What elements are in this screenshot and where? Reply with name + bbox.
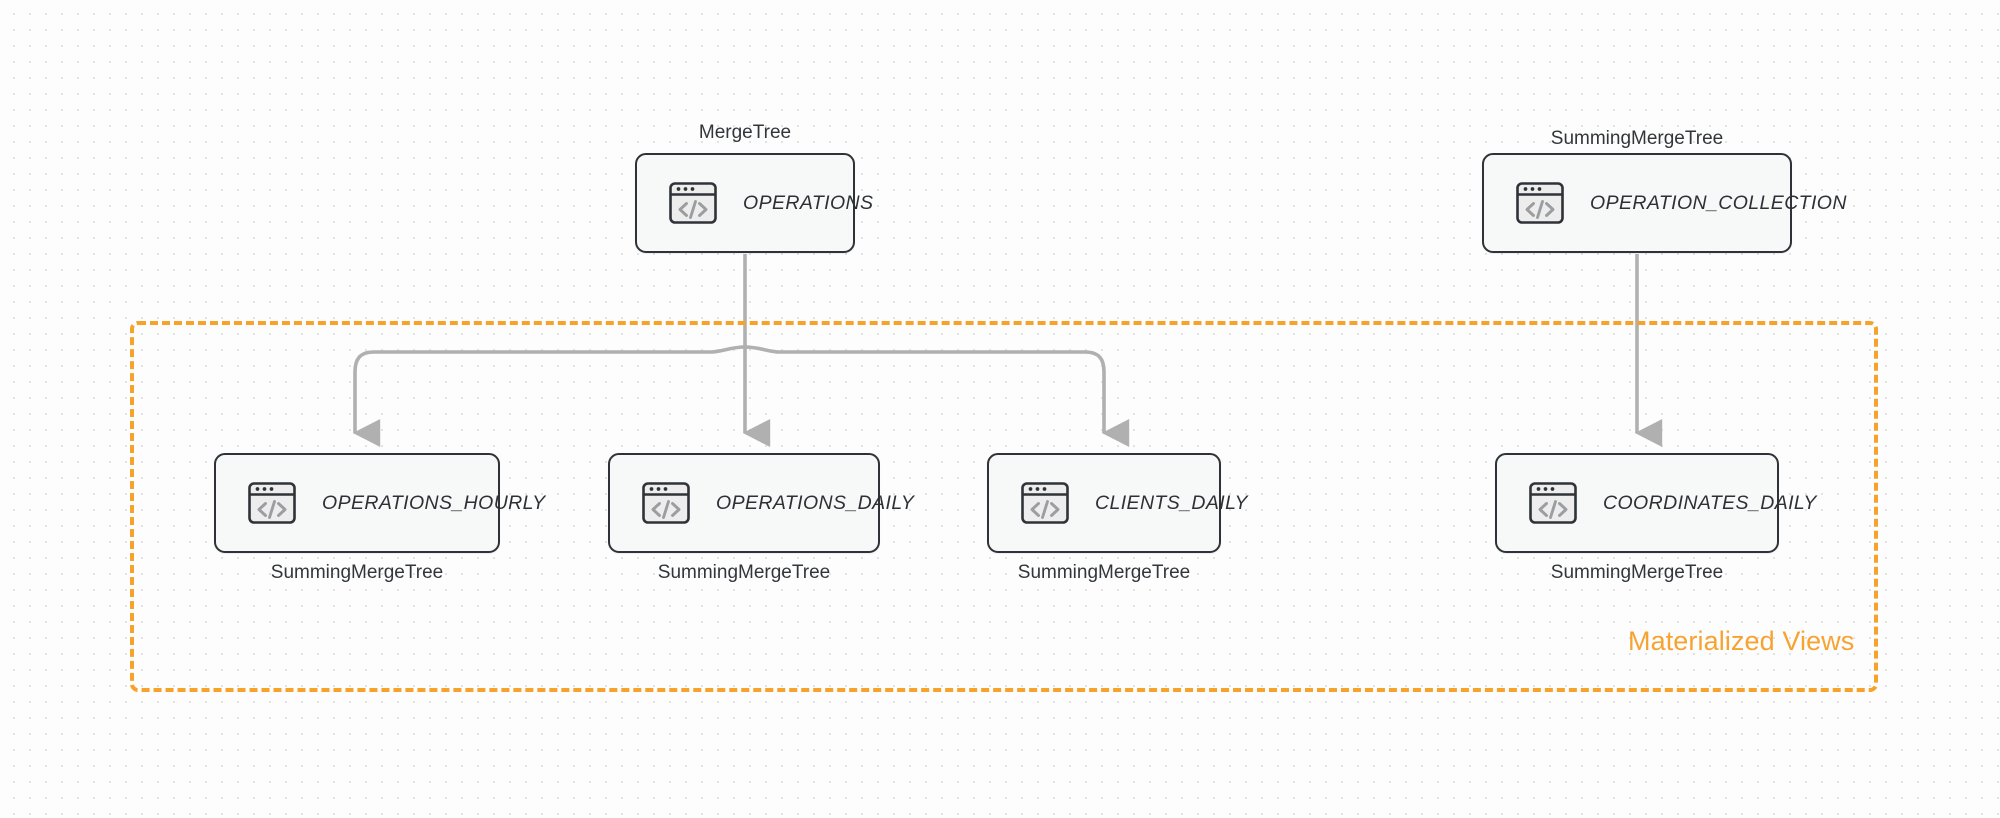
- code-window-icon: [665, 175, 721, 231]
- engine-caption-operations: MergeTree: [698, 122, 792, 143]
- engine-caption-coordinates-daily: SummingMergeTree: [1550, 562, 1724, 583]
- code-window-icon: [638, 475, 694, 531]
- code-window-icon: [244, 475, 300, 531]
- node-label-operations-daily: OPERATIONS_DAILY: [716, 491, 915, 514]
- node-clients-daily[interactable]: CLIENTS_DAILY: [987, 453, 1248, 553]
- materialized-views-group-label: Materialized Views: [1628, 626, 1855, 656]
- node-operation-collection[interactable]: OPERATION_COLLECTION: [1482, 153, 1846, 253]
- materialized-views-group: [130, 321, 1878, 692]
- node-operations-hourly[interactable]: OPERATIONS_HOURLY: [214, 453, 545, 553]
- engine-caption-operations-daily: SummingMergeTree: [657, 562, 831, 583]
- node-label-operations: OPERATIONS: [743, 191, 874, 214]
- node-label-operations-hourly: OPERATIONS_HOURLY: [322, 491, 546, 514]
- node-label-coordinates-daily: COORDINATES_DAILY: [1603, 491, 1817, 514]
- engine-caption-operation-collection: SummingMergeTree: [1550, 128, 1724, 149]
- code-window-icon: [1017, 475, 1073, 531]
- node-coordinates-daily[interactable]: COORDINATES_DAILY: [1495, 453, 1816, 553]
- code-window-icon: [1512, 175, 1568, 231]
- node-operations[interactable]: OPERATIONS: [635, 153, 873, 253]
- node-label-operation-collection: OPERATION_COLLECTION: [1590, 191, 1847, 214]
- engine-caption-clients-daily: SummingMergeTree: [1017, 562, 1191, 583]
- node-label-clients-daily: CLIENTS_DAILY: [1095, 491, 1248, 514]
- engine-caption-operations-hourly: SummingMergeTree: [270, 562, 444, 583]
- node-operations-daily[interactable]: OPERATIONS_DAILY: [608, 453, 914, 553]
- code-window-icon: [1525, 475, 1581, 531]
